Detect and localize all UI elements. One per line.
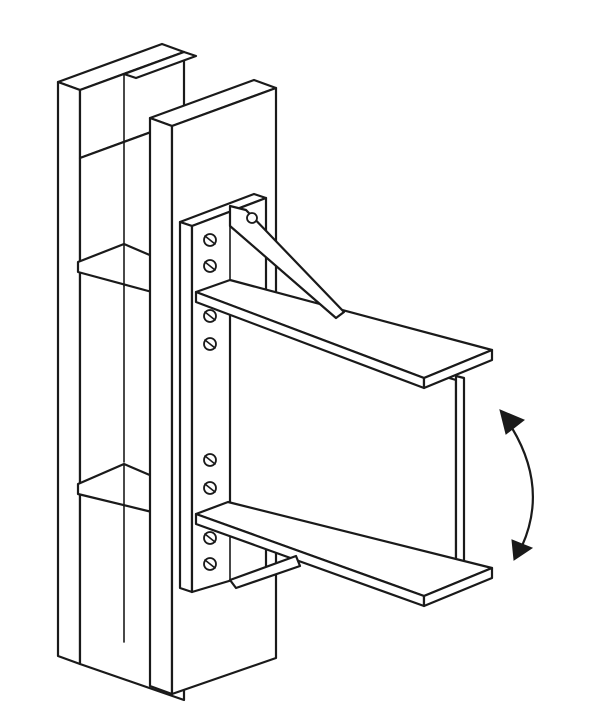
- bolt-icon: [246, 212, 258, 224]
- column-web-top: [122, 50, 198, 80]
- beam: [194, 278, 494, 608]
- gusset-edge: [229, 225, 337, 319]
- column-front-flange-side: [148, 116, 174, 696]
- bolt-icon: [203, 453, 217, 467]
- beam-bottom-flange-end: [422, 566, 494, 608]
- bolt-icon: [203, 233, 217, 247]
- beam-web-end: [454, 374, 466, 588]
- end-plate-side: [178, 220, 194, 594]
- bolt-icon: [203, 337, 217, 351]
- rotation-arrow-icon: [499, 409, 535, 561]
- beam-seat: [228, 554, 302, 590]
- gusset: [228, 204, 346, 320]
- bolt-icon: [203, 309, 217, 323]
- bolts: [203, 233, 217, 571]
- column-back-flange: [56, 80, 82, 666]
- gusset-plate: [228, 204, 346, 320]
- bolt-icon: [203, 259, 217, 273]
- bolt-icon: [203, 481, 217, 495]
- beam-top-flange-end: [422, 348, 494, 390]
- bolt-icon: [203, 531, 217, 545]
- bolt-icon: [203, 557, 217, 571]
